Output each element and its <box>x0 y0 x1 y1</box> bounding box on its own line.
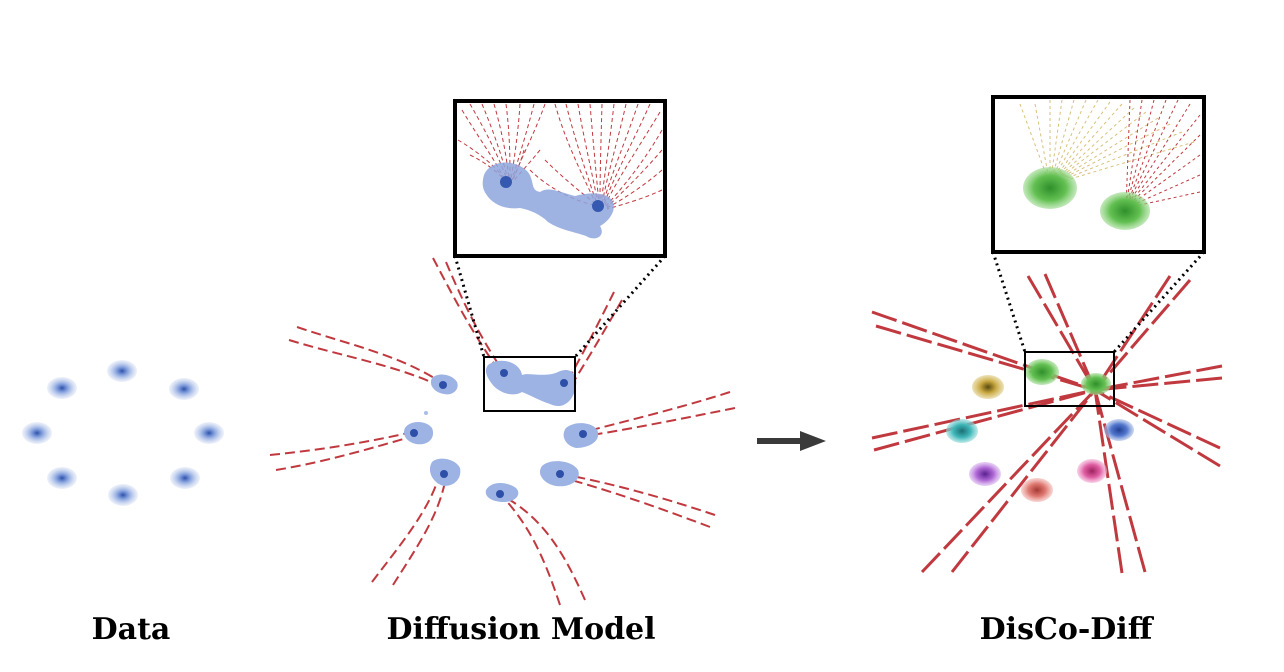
diffusion-mode-center <box>439 381 447 389</box>
diffusion-mode <box>485 360 577 407</box>
disco-mode <box>946 419 978 443</box>
zoom-inset <box>453 99 667 258</box>
trajectory <box>275 435 415 471</box>
zoom-inset-frame <box>453 99 667 258</box>
data-panel-label: Data <box>91 612 171 647</box>
trajectory <box>583 391 731 433</box>
diffusion-mode-center <box>500 369 508 377</box>
zoom-inset <box>991 95 1206 254</box>
trajectory <box>585 407 736 437</box>
trajectory <box>392 475 447 586</box>
diffusion-mode-center <box>424 411 428 415</box>
trajectory <box>296 326 443 384</box>
trajectory <box>432 257 501 373</box>
trajectory <box>288 339 441 387</box>
trajectory <box>566 291 615 383</box>
right-arrow-icon <box>757 431 826 451</box>
zoom-mode-center <box>592 200 604 212</box>
zoom-mode <box>482 162 614 239</box>
zoom-mode <box>1100 192 1150 230</box>
data-mode <box>107 360 137 382</box>
data-mode <box>108 484 138 506</box>
zoom-connector <box>991 251 1027 353</box>
trajectory <box>563 477 711 528</box>
trajectory <box>504 496 586 601</box>
zoom-mode <box>1023 167 1077 209</box>
data-mode <box>169 378 199 400</box>
data-panel <box>22 360 224 506</box>
diffusion-mode-center <box>579 430 587 438</box>
trajectory <box>371 472 441 583</box>
disco-mode <box>1104 419 1134 441</box>
zoom-mode-center <box>500 176 512 188</box>
disco-mode <box>1025 359 1059 385</box>
zoom-source-box <box>483 356 576 412</box>
data-mode <box>47 467 77 489</box>
diffusion-mode-center <box>556 470 564 478</box>
disco-mode <box>969 462 1001 486</box>
diffusion-panel-label: Diffusion Model <box>386 612 656 647</box>
disco-mode <box>1021 478 1053 502</box>
disco-mode <box>972 375 1004 399</box>
disco-trajectories <box>871 273 1223 574</box>
diffusion-mode <box>404 422 434 445</box>
disco-panel-label: DisCo-Diff <box>979 612 1153 647</box>
data-mode <box>47 377 77 399</box>
diffusion-mode-center <box>560 379 568 387</box>
data-mode <box>194 422 224 444</box>
data-mode <box>22 422 52 444</box>
zoom-connector <box>573 255 667 358</box>
disco-mode <box>1077 459 1107 483</box>
trajectory <box>561 473 716 516</box>
trajectory <box>445 261 506 375</box>
trajectory <box>499 493 561 606</box>
zoom-connector <box>1112 250 1206 354</box>
zoom-inset-frame <box>991 95 1206 254</box>
disco-mode <box>1081 373 1111 395</box>
diffusion-mode-center <box>410 429 418 437</box>
diffusion-mode-center <box>496 490 504 498</box>
diffusion-trajectories <box>269 257 736 606</box>
trajectory <box>269 431 413 456</box>
data-mode <box>170 467 200 489</box>
diffusion-panel <box>269 99 736 606</box>
trajectory <box>570 299 623 387</box>
disco-panel <box>871 95 1223 574</box>
zoom-source-box <box>1024 351 1115 407</box>
diffusion-mode-center <box>440 470 448 478</box>
